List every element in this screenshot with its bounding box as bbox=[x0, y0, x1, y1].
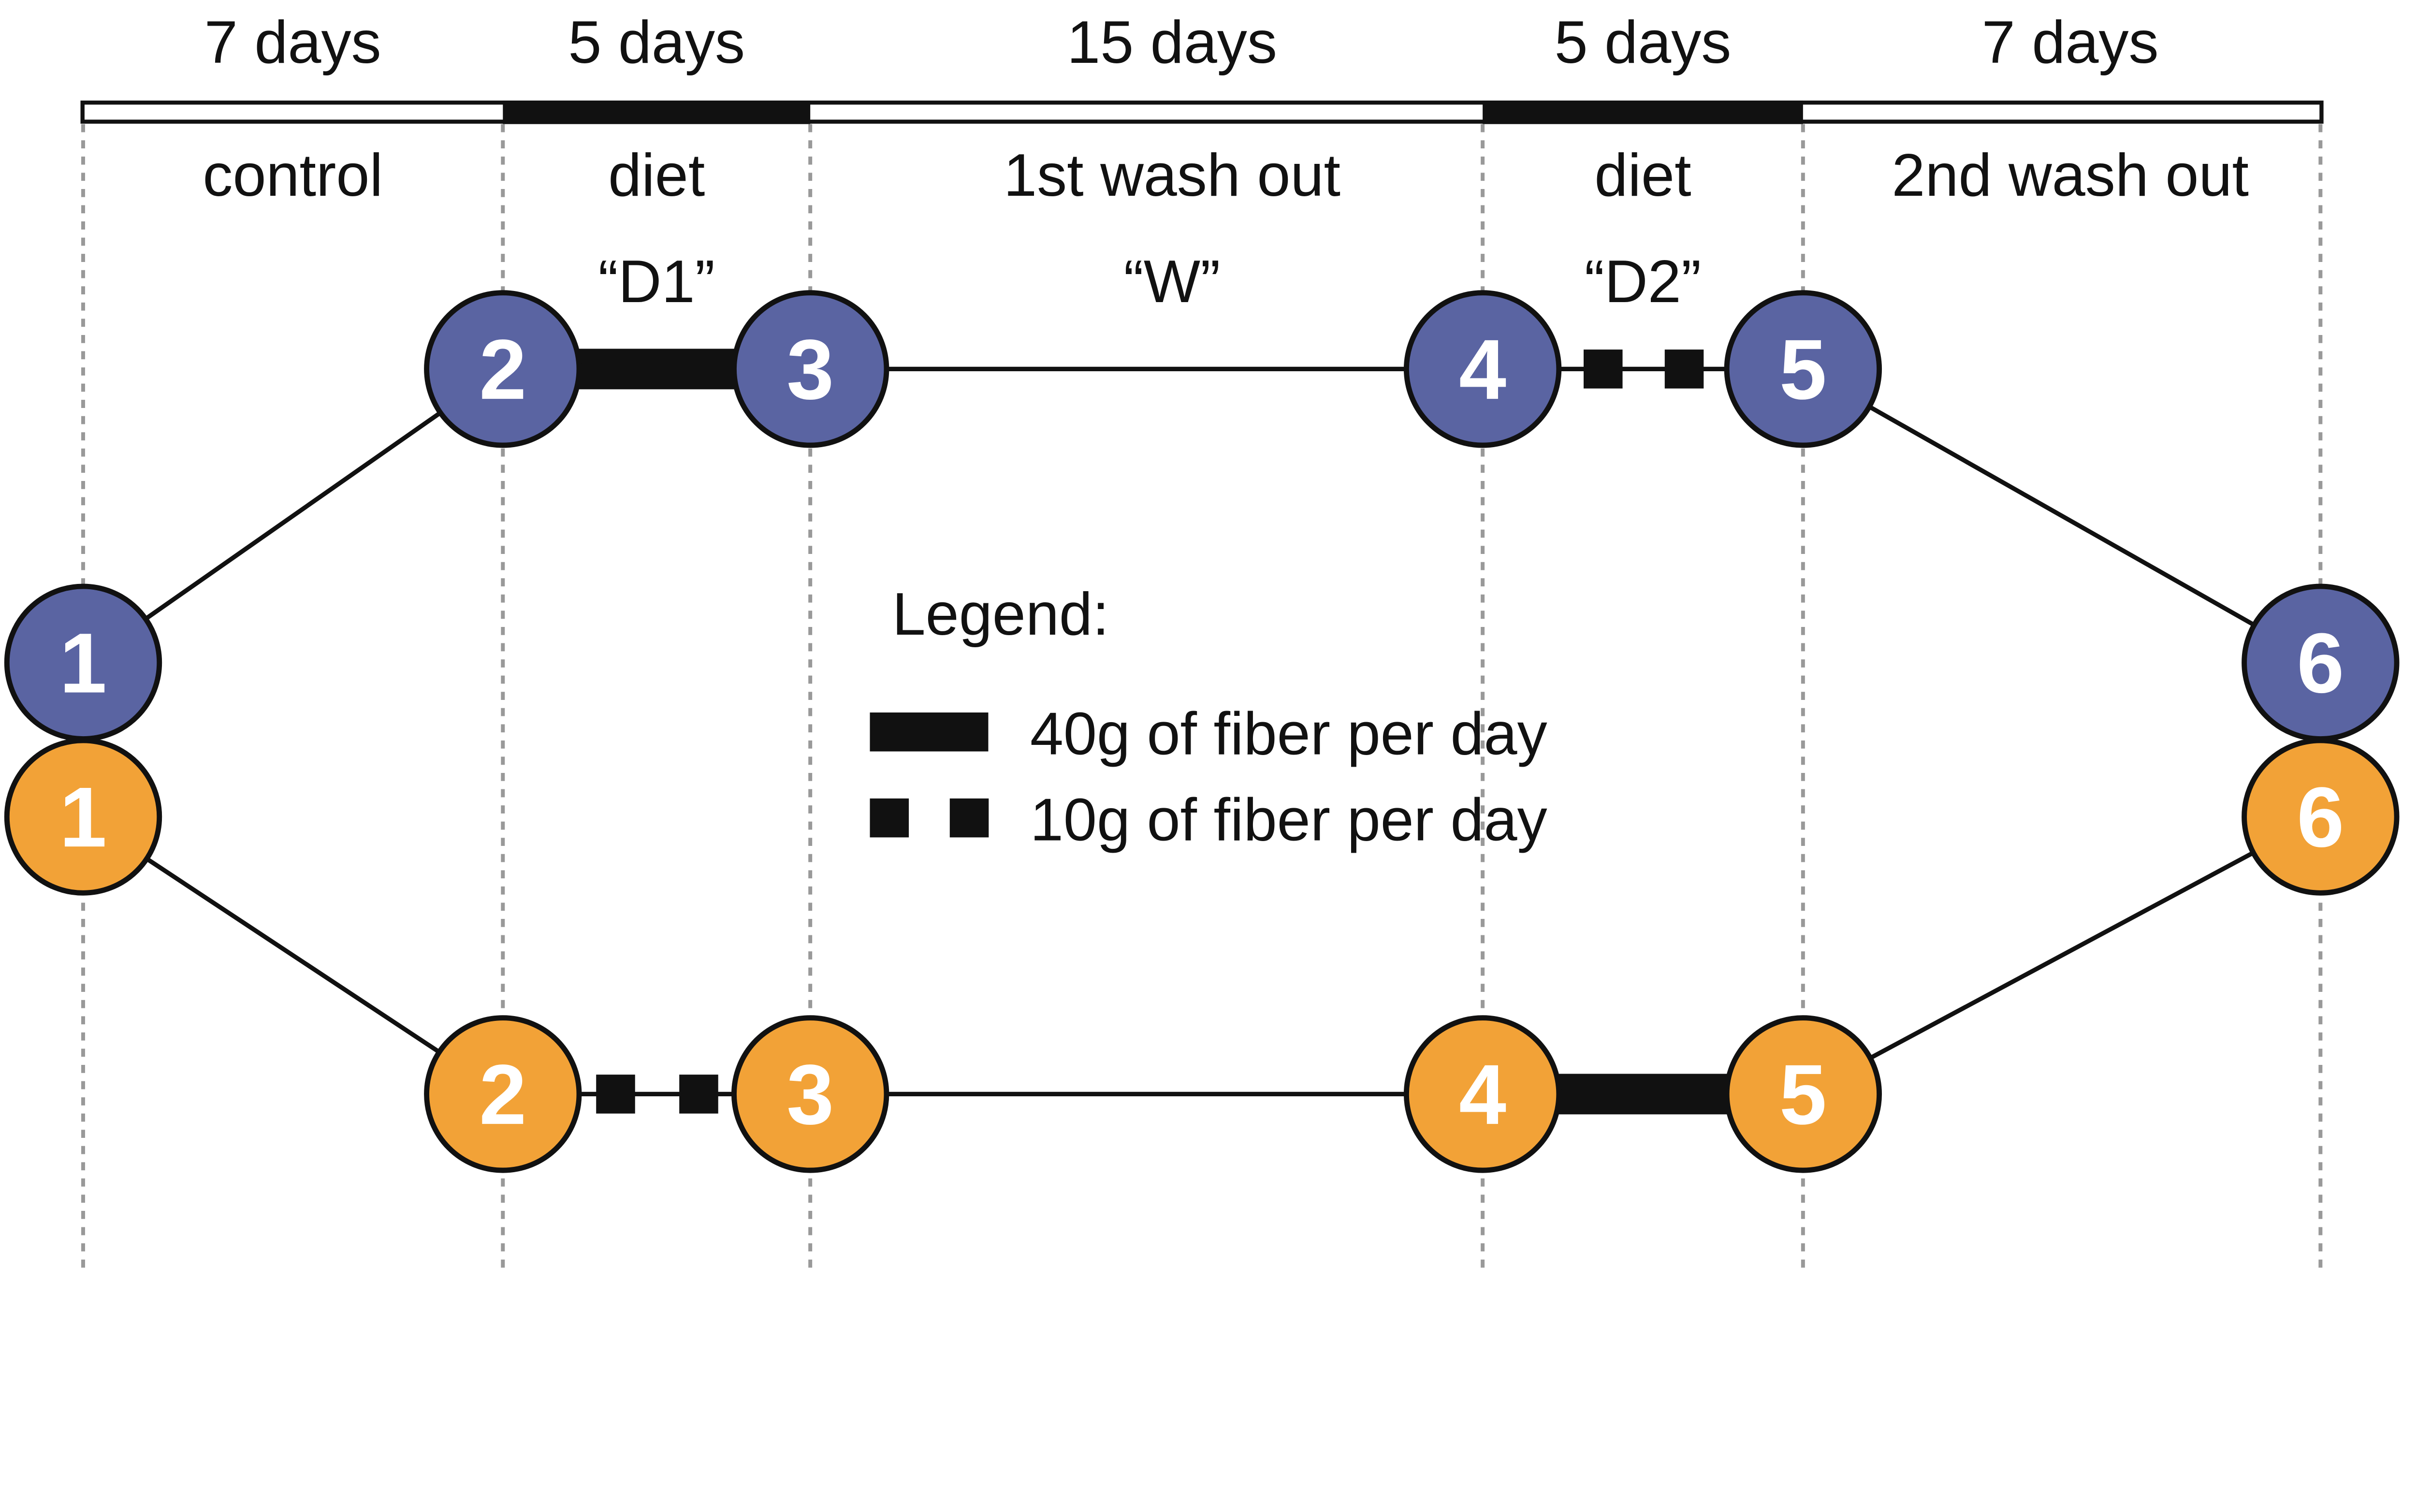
orange-fiber-10g-squares bbox=[596, 1075, 718, 1114]
phase-name-label: 2nd wash out bbox=[1892, 142, 2249, 209]
blue-fiber-10g-squares bbox=[1584, 349, 1704, 389]
phase-duration-label: 5 days bbox=[568, 9, 745, 76]
phase-code-label-w: “W” bbox=[1124, 248, 1221, 315]
blue-node-5 bbox=[1724, 290, 1882, 448]
phase-name-label: diet bbox=[1594, 142, 1691, 209]
diet1-bar-segment bbox=[503, 101, 811, 124]
orange-node-2 bbox=[424, 1015, 582, 1173]
study-design-figure: 7 days 5 days 15 days 5 days 7 days cont… bbox=[4, 9, 2400, 1269]
orange-connector-5-6 bbox=[1802, 814, 2322, 1096]
orange-arm-nodes: 1 2 3 4 5 6 bbox=[4, 738, 2400, 1173]
orange-node-number: 6 bbox=[2297, 770, 2344, 865]
orange-node-number: 5 bbox=[1779, 1047, 1827, 1142]
diet2-bar-segment bbox=[1483, 101, 1803, 124]
legend-item-label: 10g of fiber per day bbox=[1030, 786, 1547, 853]
orange-node-number: 3 bbox=[786, 1047, 834, 1142]
orange-node-3 bbox=[731, 1015, 889, 1173]
phase-name-label: diet bbox=[608, 142, 705, 209]
phase-duration-label: 15 days bbox=[1067, 9, 1277, 76]
phase-duration-label: 7 days bbox=[204, 9, 381, 76]
fiber-10g-square bbox=[1584, 349, 1623, 389]
blue-connector-5-6 bbox=[1802, 367, 2322, 665]
blue-arm-nodes: 1 2 3 4 5 6 bbox=[4, 290, 2400, 741]
legend: Legend: 40g of fiber per day 10g of fibe… bbox=[870, 581, 1547, 853]
phase-name-label: 1st wash out bbox=[1004, 142, 1340, 209]
blue-connector-1-2 bbox=[82, 367, 504, 665]
blue-node-3 bbox=[731, 290, 889, 448]
orange-node-1 bbox=[4, 738, 162, 896]
legend-title: Legend: bbox=[892, 581, 1109, 648]
orange-arm-connectors bbox=[82, 814, 2322, 1115]
phase-duration-label: 5 days bbox=[1555, 9, 1732, 76]
phase-code-label-d1: “D1” bbox=[598, 248, 715, 315]
fiber-10g-square bbox=[596, 1075, 635, 1114]
blue-node-number: 6 bbox=[2297, 616, 2344, 711]
orange-node-number: 4 bbox=[1459, 1047, 1506, 1142]
blue-arm-connectors bbox=[82, 349, 2322, 665]
phase-name-label: control bbox=[203, 142, 383, 209]
legend-swatch-solid-bar bbox=[870, 712, 989, 752]
orange-connector-1-2 bbox=[82, 814, 504, 1096]
orange-node-number: 2 bbox=[479, 1047, 526, 1142]
phase-duration-label: 7 days bbox=[1982, 9, 2159, 76]
orange-node-6 bbox=[2242, 738, 2400, 896]
fiber-10g-square bbox=[1664, 349, 1704, 389]
orange-node-5 bbox=[1724, 1015, 1882, 1173]
blue-node-4 bbox=[1403, 290, 1562, 448]
timeline-bar bbox=[80, 101, 2324, 124]
blue-node-2 bbox=[424, 290, 582, 448]
legend-item-40g: 40g of fiber per day bbox=[870, 700, 1547, 767]
phase-code-row: “D1” “W” “D2” bbox=[598, 248, 1702, 315]
blue-node-number: 3 bbox=[786, 322, 834, 417]
fiber-10g-square bbox=[679, 1075, 718, 1114]
legend-item-10g: 10g of fiber per day bbox=[870, 786, 1547, 853]
blue-node-number: 4 bbox=[1459, 322, 1506, 417]
legend-swatch-dashed-square bbox=[949, 798, 989, 838]
phase-name-row: control diet 1st wash out diet 2nd wash … bbox=[203, 142, 2249, 209]
phase-code-label-d2: “D2” bbox=[1585, 248, 1701, 315]
timeline-bar-outline bbox=[80, 101, 2324, 124]
blue-node-number: 1 bbox=[59, 616, 107, 711]
blue-node-number: 2 bbox=[479, 322, 526, 417]
legend-item-label: 40g of fiber per day bbox=[1030, 700, 1547, 767]
legend-swatch-dashed-square bbox=[870, 798, 909, 838]
phase-duration-row: 7 days 5 days 15 days 5 days 7 days bbox=[204, 9, 2159, 76]
crossover-study-timeline-diagram: 7 days 5 days 15 days 5 days 7 days cont… bbox=[4, 9, 2400, 1269]
orange-node-number: 1 bbox=[59, 770, 107, 865]
orange-node-4 bbox=[1403, 1015, 1562, 1173]
blue-node-number: 5 bbox=[1779, 322, 1827, 417]
